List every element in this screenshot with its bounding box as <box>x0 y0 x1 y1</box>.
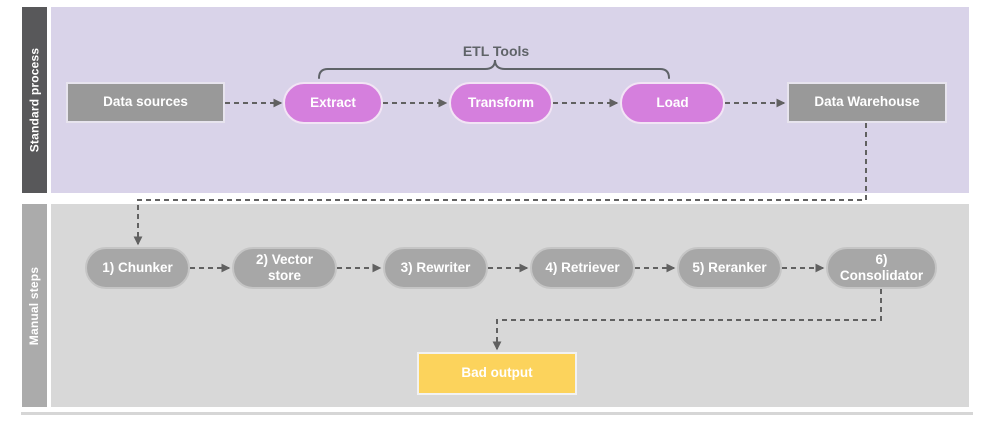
node-bad-output-label: Bad output <box>461 365 533 381</box>
node-data-sources: Data sources <box>66 82 225 123</box>
node-chunker-label: 1) Chunker <box>102 259 173 275</box>
bottom-divider <box>21 412 973 415</box>
node-vector-store-label: 2) Vector store <box>255 251 314 283</box>
node-chunker: 1) Chunker <box>85 247 190 289</box>
arrow-data-warehouse-to-chunker <box>133 123 867 246</box>
node-retriever: 4) Retriever <box>530 247 635 289</box>
etl-tools-label: ETL Tools <box>462 43 530 59</box>
node-vector-store: 2) Vector store <box>232 247 337 289</box>
node-consolidator-label: 6) Consolidator <box>839 251 924 283</box>
node-data-warehouse-label: Data Warehouse <box>814 94 920 110</box>
node-rewriter: 3) Rewriter <box>383 247 488 289</box>
node-extract-label: Extract <box>310 94 356 110</box>
node-data-sources-label: Data sources <box>103 94 188 110</box>
node-extract: Extract <box>283 82 383 124</box>
lane-label-standard-process: Standard process <box>22 7 47 193</box>
node-consolidator: 6) Consolidator <box>826 247 937 289</box>
node-transform-label: Transform <box>467 94 535 110</box>
lane-label-manual-steps: Manual steps <box>22 204 47 407</box>
node-bad-output: Bad output <box>417 352 577 395</box>
arrow-consolidator-to-bad-output <box>492 289 882 351</box>
node-rewriter-label: 3) Rewriter <box>400 259 471 275</box>
etl-tools-brace <box>318 59 670 79</box>
node-data-warehouse: Data Warehouse <box>787 82 947 123</box>
node-reranker: 5) Reranker <box>677 247 782 289</box>
node-retriever-label: 4) Retriever <box>545 259 620 275</box>
node-transform: Transform <box>449 82 553 124</box>
node-load-label: Load <box>656 94 689 110</box>
node-reranker-label: 5) Reranker <box>692 259 767 275</box>
node-load: Load <box>620 82 725 124</box>
